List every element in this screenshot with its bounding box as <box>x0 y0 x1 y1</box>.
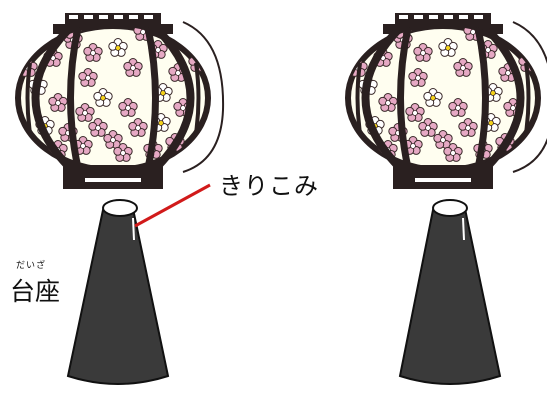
daiza-reading-label: だいざ <box>16 261 47 271</box>
kirikomi-pointer-line <box>134 183 211 228</box>
lantern-right-icon <box>345 13 547 189</box>
daiza-label: 台座 <box>10 277 61 306</box>
base-left-icon <box>66 199 170 385</box>
kirikomi-label: きりこみ <box>219 172 319 200</box>
lantern-left-icon <box>15 13 225 189</box>
base-right-icon <box>398 199 502 385</box>
